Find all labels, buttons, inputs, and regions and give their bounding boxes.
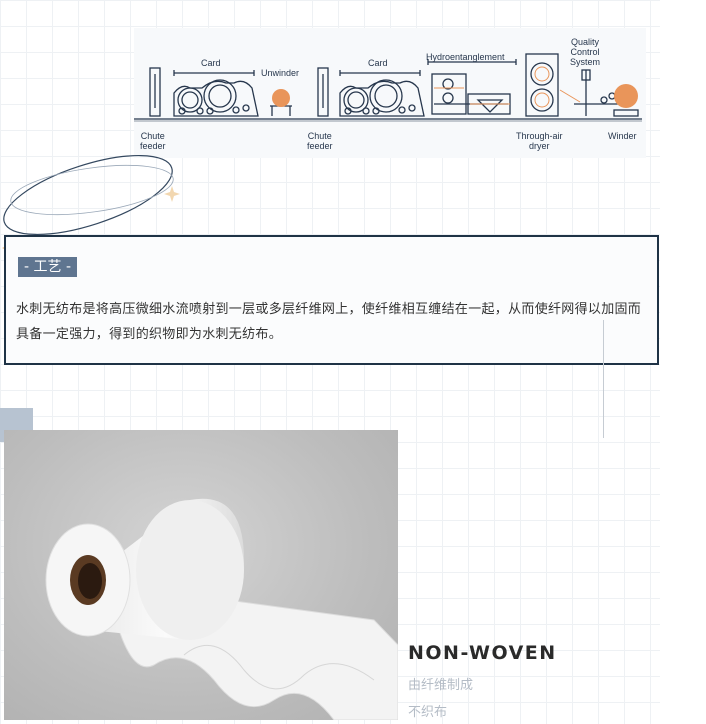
process-card: - 工艺 - 水刺无纺布是将高压微细水流喷射到一层或多层纤维网上，使纤维相互缠结…: [4, 235, 659, 365]
product-subtitle-2: 不织布: [408, 705, 448, 720]
product-photo: [4, 430, 398, 720]
label-hydroentanglement: Hydroentanglement: [426, 52, 505, 62]
process-description: 水刺无纺布是将高压微细水流喷射到一层或多层纤维网上，使纤维相互缠结在一起，从而使…: [16, 302, 642, 342]
process-diagram: Card Unwinder Card Hydroentanglement Qua…: [134, 28, 646, 158]
label-card-2: Card: [368, 58, 388, 68]
label-winder: Winder: [608, 131, 637, 141]
product-title: NON-WOVEN: [408, 642, 557, 664]
vertical-divider: [603, 320, 604, 438]
product-subtitle-1: 由纤维制成: [408, 678, 474, 693]
label-card-1: Card: [201, 58, 221, 68]
process-line-art: [134, 53, 642, 122]
label-through-air-dryer: Through-air dryer: [516, 131, 563, 151]
label-chute-feeder-2: Chute feeder: [307, 131, 333, 151]
label-chute-feeder-1: Chute feeder: [140, 131, 166, 151]
section-tag: - 工艺 -: [18, 257, 78, 277]
label-quality-control: Quality Control System: [570, 37, 601, 67]
label-unwinder: Unwinder: [261, 68, 300, 78]
paper-roll-illustration: [45, 498, 398, 720]
